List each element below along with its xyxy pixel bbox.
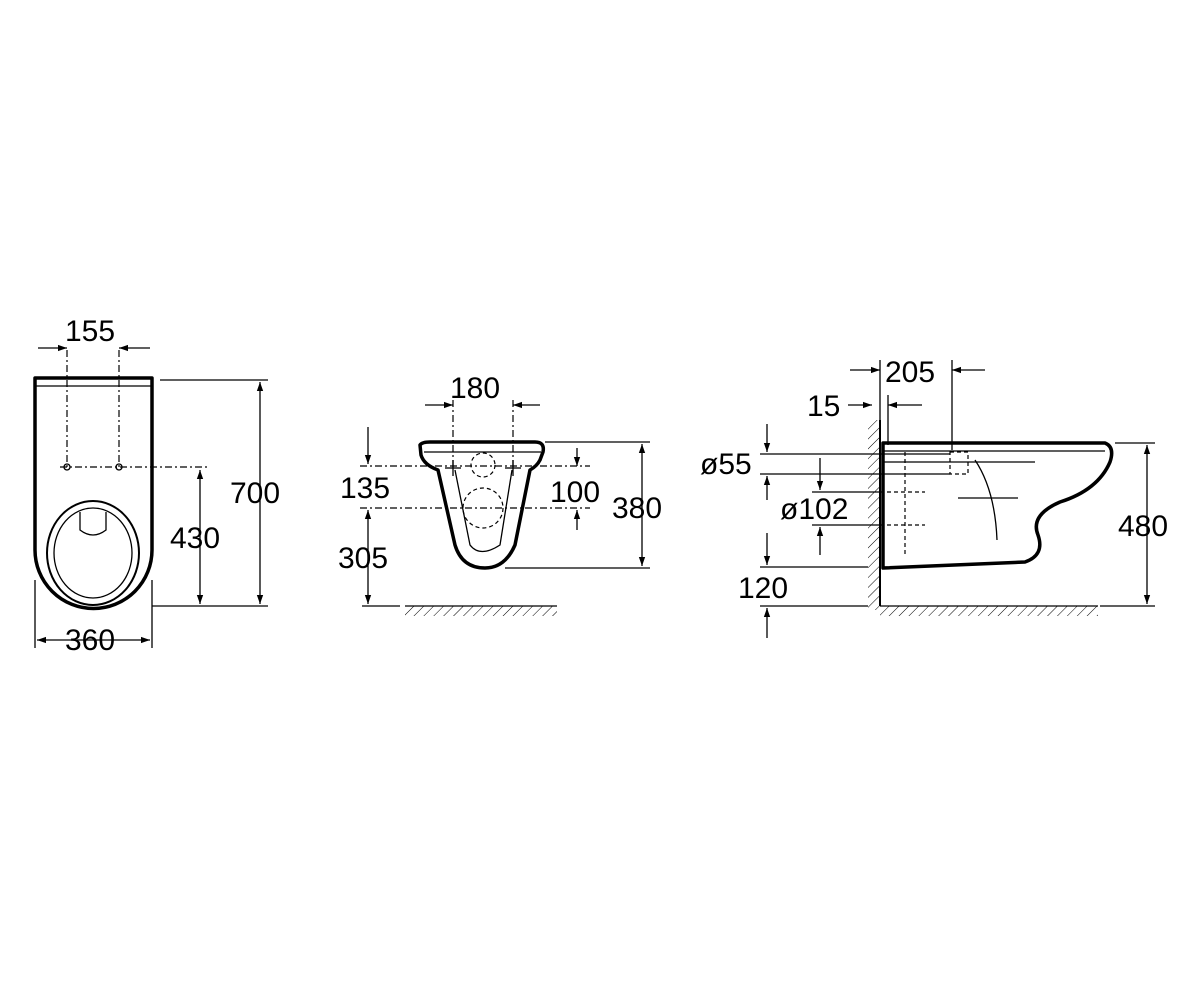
dim-label-55: ø55 [700,448,752,481]
dim-label-430: 430 [170,522,220,555]
dim-label-100: 100 [550,476,600,509]
seat-ring-inner [53,507,133,599]
front-fixing-marks [445,460,521,476]
seat-ring-outer [46,500,140,606]
front-outlet-hidden-circle [462,487,504,529]
front-floor-hatch [405,606,557,616]
dim-label-380: 380 [612,492,662,525]
front-view-outline [418,440,546,570]
front-view: 180 135 305 100 380 [338,372,662,616]
dim-label-205: 205 [885,356,935,389]
side-view-inner-curve [974,459,998,541]
front-inlet-hidden-circle [470,452,496,478]
dim-label-15: 15 [807,390,840,423]
dim-label-700: 700 [230,477,280,510]
dim-label-155: 155 [65,315,115,348]
top-view: 155 700 430 360 [33,315,280,657]
side-view-outline [881,441,1114,570]
wall-hatch [868,420,880,610]
side-floor-hatch [880,606,1098,616]
fixing-hole-right [115,463,123,471]
dim-label-305: 305 [338,542,388,575]
dim-label-102: ø102 [780,493,848,526]
dim-label-180: 180 [450,372,500,405]
fixing-hole-left [63,463,71,471]
dim-label-360: 360 [65,624,115,657]
dim-label-135: 135 [340,472,390,505]
dim-label-480: 480 [1118,510,1168,543]
side-view: 205 15 ø55 ø102 120 480 [700,356,1168,638]
side-inlet-hidden [949,451,969,475]
dim-label-120: 120 [738,572,788,605]
seat-hinge [79,512,107,536]
front-view-inner-bowl [454,469,513,553]
top-view-outline [33,376,154,611]
